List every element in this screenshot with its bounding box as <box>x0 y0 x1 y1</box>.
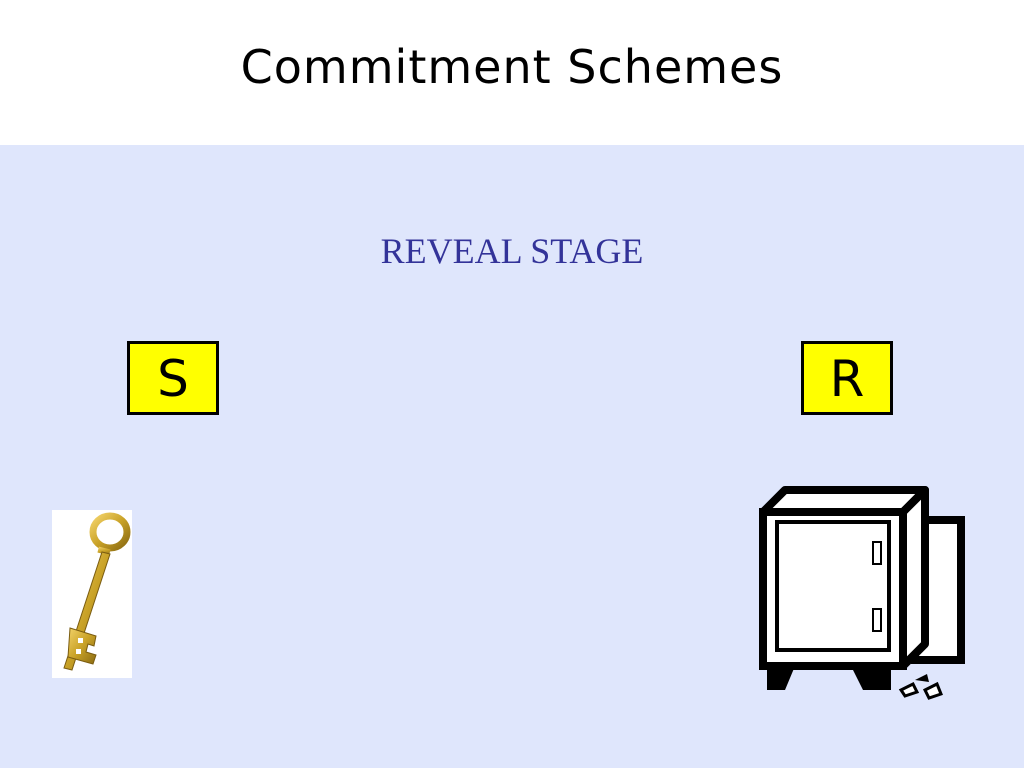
key-icon <box>52 510 132 678</box>
slide-title: Commitment Schemes <box>240 40 784 94</box>
title-area: Commitment Schemes <box>0 0 1024 145</box>
sender-box: S <box>127 341 219 415</box>
receiver-box: R <box>801 341 893 415</box>
stage-label: REVEAL STAGE <box>380 231 644 271</box>
open-safe-icon <box>755 484 970 706</box>
